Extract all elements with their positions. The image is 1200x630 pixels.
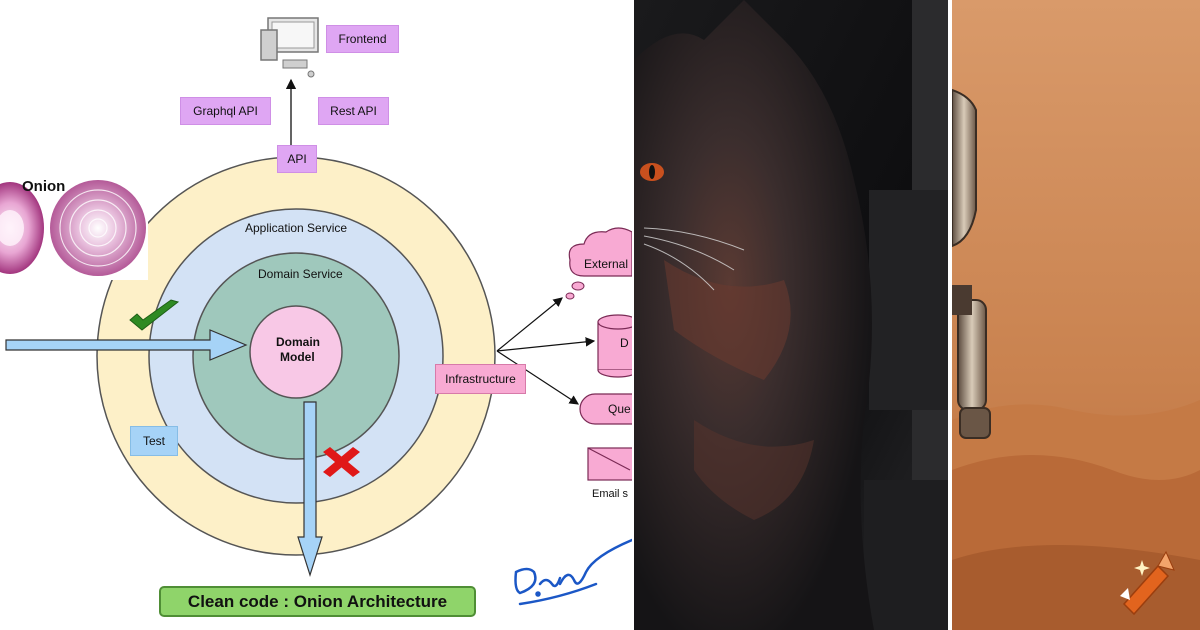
robot-desert-image <box>952 0 1200 630</box>
arrow-to-db <box>496 337 596 352</box>
database-label: D <box>620 336 629 350</box>
database-icon <box>597 314 632 378</box>
onion-architecture-diagram: Frontend Graphql API Rest API API Onion … <box>0 17 632 617</box>
frontend-label: Frontend <box>326 25 399 53</box>
panel-divider-2 <box>948 0 952 630</box>
dependency-out-arrow <box>297 401 323 577</box>
queue-label: Que <box>608 402 631 416</box>
email-icon <box>587 447 632 481</box>
email-label: Email s <box>592 488 629 500</box>
panel-divider <box>632 0 634 630</box>
check-icon <box>129 299 180 331</box>
cross-icon <box>323 447 360 477</box>
diagram-canvas <box>0 17 632 606</box>
domain-model-label-line1: Domain <box>276 335 321 349</box>
rest-api-label: Rest API <box>318 97 389 125</box>
test-label: Test <box>130 426 178 456</box>
cat-photo <box>634 0 948 630</box>
api-label: API <box>277 145 317 173</box>
domain-model-label-line2: Model <box>280 350 315 364</box>
robot-head <box>952 88 977 248</box>
external-label: External <box>584 257 629 271</box>
queue-icon <box>579 393 632 425</box>
application-service-label: Application Service <box>245 221 348 235</box>
onion-label: Onion <box>22 178 66 195</box>
diagram-title: Clean code : Onion Architecture <box>159 586 476 617</box>
arrow-to-queue <box>496 350 580 405</box>
author-signature <box>514 538 632 606</box>
arrow-to-external <box>496 297 563 352</box>
cloud-icon <box>565 227 632 300</box>
domain-model-circle <box>249 305 343 399</box>
infrastructure-label: Infrastructure <box>435 364 526 394</box>
cat-illustration <box>634 0 948 630</box>
onion-image <box>0 178 148 280</box>
crayon-logo-icon <box>1120 550 1175 616</box>
computer-icon <box>260 17 319 78</box>
robot-arm <box>957 299 987 411</box>
dependency-in-arrow <box>5 329 248 361</box>
domain-service-label: Domain Service <box>258 267 343 281</box>
graphql-api-label: Graphql API <box>180 97 271 125</box>
robot-illustration <box>952 0 1200 630</box>
